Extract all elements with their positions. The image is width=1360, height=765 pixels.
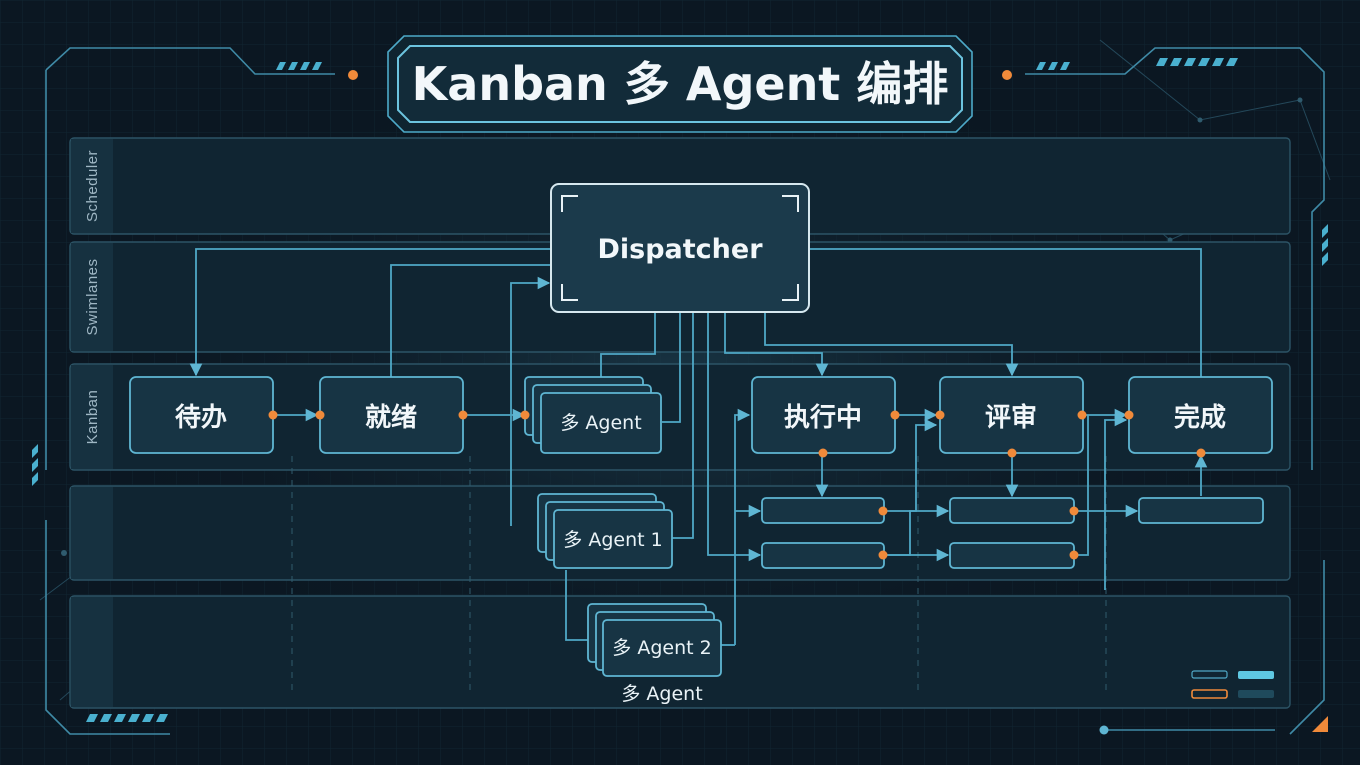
diagram-title: Kanban 多 Agent 编排 (412, 57, 949, 111)
stage-review-label: 评审 (985, 402, 1037, 433)
agent-stack-2: 多 Agent 2 (587, 603, 722, 677)
lane-label-swimlanes: Swimlanes (84, 258, 101, 335)
stage-done-label: 完成 (1174, 402, 1226, 433)
agent-main-label: 多 Agent (560, 412, 641, 434)
dispatcher-node: Dispatcher (550, 183, 810, 313)
agent-caption: 多 Agent (621, 683, 702, 705)
connector-dots (268, 410, 1206, 560)
dispatcher-label: Dispatcher (597, 234, 763, 265)
stage-in-progress: 执行中 (751, 376, 896, 454)
agent-stack-1: 多 Agent 1 (537, 493, 673, 569)
stage-ready-label: 就绪 (365, 402, 417, 433)
subtask-done-1 (1138, 497, 1264, 524)
stage-review: 评审 (939, 376, 1084, 454)
lane-label-kanban: Kanban (84, 390, 101, 445)
stage-ready: 就绪 (319, 376, 464, 454)
flow-lines (189, 248, 1208, 646)
subtask-in-progress-1 (761, 497, 885, 524)
subtask-review-1 (949, 497, 1075, 524)
subtask-review-2 (949, 542, 1075, 569)
lane-extra-1 (69, 485, 1291, 581)
agent-stack-main: 多 Agent (524, 376, 662, 454)
column-guides (291, 456, 1107, 690)
subtask-in-progress-2 (761, 542, 885, 569)
agent-2-label: 多 Agent 2 (612, 637, 711, 659)
agent-1-label: 多 Agent 1 (563, 529, 662, 551)
legend-bars (1191, 670, 1274, 699)
frame-accents (32, 58, 1328, 735)
stage-todo-label: 待办 (175, 403, 227, 433)
lane-label-scheduler: Scheduler (84, 150, 101, 222)
stage-todo: 待办 (129, 376, 274, 454)
outer-frame (45, 47, 1325, 735)
subtask-boxes (761, 497, 1264, 569)
stage-done: 完成 (1128, 376, 1273, 454)
stage-in-progress-label: 执行中 (784, 402, 862, 433)
title-panel: Kanban 多 Agent 编排 (387, 35, 973, 133)
